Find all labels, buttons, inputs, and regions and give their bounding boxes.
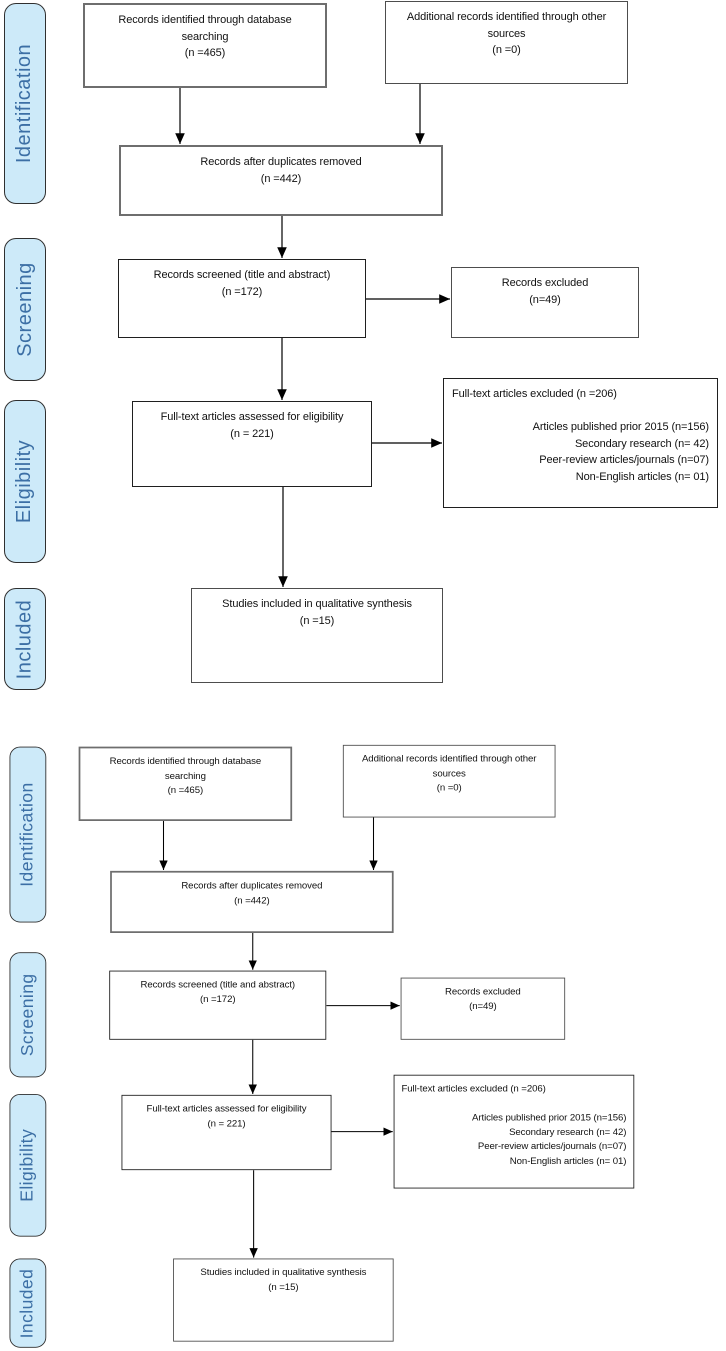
box-studies-included: Studies included in qualitative synthesi…	[191, 588, 443, 683]
stage-label-included: Included	[4, 588, 46, 690]
stage-label-text: Eligibility	[13, 439, 36, 524]
box-text-line: (n =15)	[299, 614, 335, 627]
box-text-line: Records identified through database	[118, 14, 292, 26]
exclusion-reason-item: Secondary research (n= 42)	[509, 1126, 627, 1138]
box-text-line: (n =0)	[492, 44, 521, 56]
arrows-layer	[175, 84, 450, 587]
exclusion-reason-item: Non-English articles (n= 01)	[509, 1155, 627, 1167]
box-text-line: sources	[487, 27, 526, 40]
box-records-excluded: Records excluded (n=49)	[400, 977, 566, 1040]
stage-label-identification: Identification	[9, 746, 47, 923]
stage-label-text: Screening	[17, 973, 38, 1057]
box-records-excluded: Records excluded (n=49)	[451, 267, 639, 338]
box-fulltext-assessed: Full-text articles assessed for eligibil…	[132, 401, 372, 487]
box-database-search: Records identified through database searc…	[78, 746, 293, 821]
box-title: Full-text articles excluded (n =206)	[452, 388, 617, 400]
box-studies-included: Studies included in qualitative synthesi…	[173, 1258, 394, 1342]
box-other-sources: Additional records identified through ot…	[342, 744, 556, 818]
exclusion-reason-item: Articles published prior 2015 (n=156)	[532, 421, 709, 433]
box-text-line: Records after duplicates removed	[181, 880, 323, 892]
stage-label-text: Eligibility	[17, 1128, 38, 1202]
box-text-line: Studies included in qualitative synthesi…	[200, 1267, 367, 1278]
stage-label-text: Identification	[13, 43, 36, 164]
box-text-line: Records after duplicates removed	[200, 156, 362, 168]
box-text-line: Records excluded	[501, 277, 589, 289]
box-text-line: Additional records identified through ot…	[406, 11, 607, 23]
stage-label-text: Identification	[17, 782, 38, 887]
box-text-line: (n=49)	[469, 1000, 497, 1012]
box-text-line: Additional records identified through ot…	[361, 753, 537, 765]
box-database-search: Records identified through database searc…	[83, 3, 327, 88]
box-text-line: Records screened (title and abstract)	[153, 269, 331, 281]
box-text-line: (n=49)	[529, 293, 561, 306]
exclusion-reason-item: Articles published prior 2015 (n=156)	[472, 1112, 627, 1123]
box-fulltext-assessed: Full-text articles assessed for eligibil…	[121, 1094, 332, 1171]
box-records-screened: Records screened (title and abstract) (n …	[109, 970, 327, 1040]
stage-label-identification: Identification	[4, 3, 46, 204]
box-text-line: Studies included in qualitative synthesi…	[222, 598, 412, 610]
box-fulltext-excluded: Full-text articles excluded (n =206) Arti…	[393, 1074, 635, 1189]
box-text-line: (n =172)	[221, 285, 263, 298]
box-text-line: (n =465)	[167, 785, 204, 796]
box-title: Full-text articles excluded (n =206)	[401, 1083, 546, 1095]
exclusion-reason-list: Articles published prior 2015 (n=156) Sec…	[402, 1111, 627, 1169]
stage-label-screening: Screening	[9, 952, 47, 1078]
stage-label-eligibility: Eligibility	[9, 1094, 47, 1237]
box-text-line: searching	[181, 30, 229, 43]
exclusion-reason-item: Peer-review articles/journals (n=07)	[477, 1141, 627, 1152]
box-duplicates-removed: Records after duplicates removed (n =442)	[110, 870, 394, 933]
box-text-line: Full-text articles assessed for eligibil…	[146, 1103, 307, 1115]
box-text-line: (n =442)	[260, 172, 302, 185]
stage-label-text: Included	[17, 1268, 38, 1338]
box-text-line: Records identified through database	[109, 756, 262, 767]
box-text-line: (n =0)	[436, 782, 462, 794]
box-duplicates-removed: Records after duplicates removed (n =442)	[119, 145, 443, 216]
box-fulltext-excluded: Full-text articles excluded (n =206) Arti…	[443, 378, 718, 508]
box-text-line: (n =442)	[234, 894, 270, 906]
stage-label-text: Included	[13, 599, 36, 679]
box-text-line: Full-text articles assessed for eligibil…	[160, 411, 344, 423]
exclusion-reason-item: Secondary research (n= 42)	[574, 437, 709, 450]
box-text-line: (n =465)	[184, 47, 226, 59]
box-records-screened: Records screened (title and abstract) (n …	[118, 259, 366, 338]
box-text-line: sources	[432, 768, 466, 779]
box-text-line: (n = 221)	[230, 427, 274, 440]
box-text-line: Records screened (title and abstract)	[140, 979, 296, 990]
stage-label-text: Screening	[13, 262, 36, 357]
box-text-line: (n =172)	[200, 993, 236, 1005]
box-text-line: (n = 221)	[207, 1118, 246, 1129]
box-other-sources: Additional records identified through ot…	[385, 1, 628, 84]
stage-label-eligibility: Eligibility	[4, 400, 46, 563]
exclusion-reason-item: Non-English articles (n= 01)	[575, 470, 709, 483]
stage-label-screening: Screening	[4, 238, 46, 381]
box-text-line: Records excluded	[445, 986, 521, 997]
exclusion-reason-list: Articles published prior 2015 (n=156) Sec…	[452, 419, 709, 485]
exclusion-reason-item: Peer-review articles/journals (n=07)	[539, 454, 709, 466]
stage-label-included: Included	[9, 1258, 47, 1348]
box-text-line: (n =15)	[268, 1281, 299, 1293]
arrows-layer	[159, 817, 400, 1258]
box-text-line: searching	[164, 770, 206, 782]
